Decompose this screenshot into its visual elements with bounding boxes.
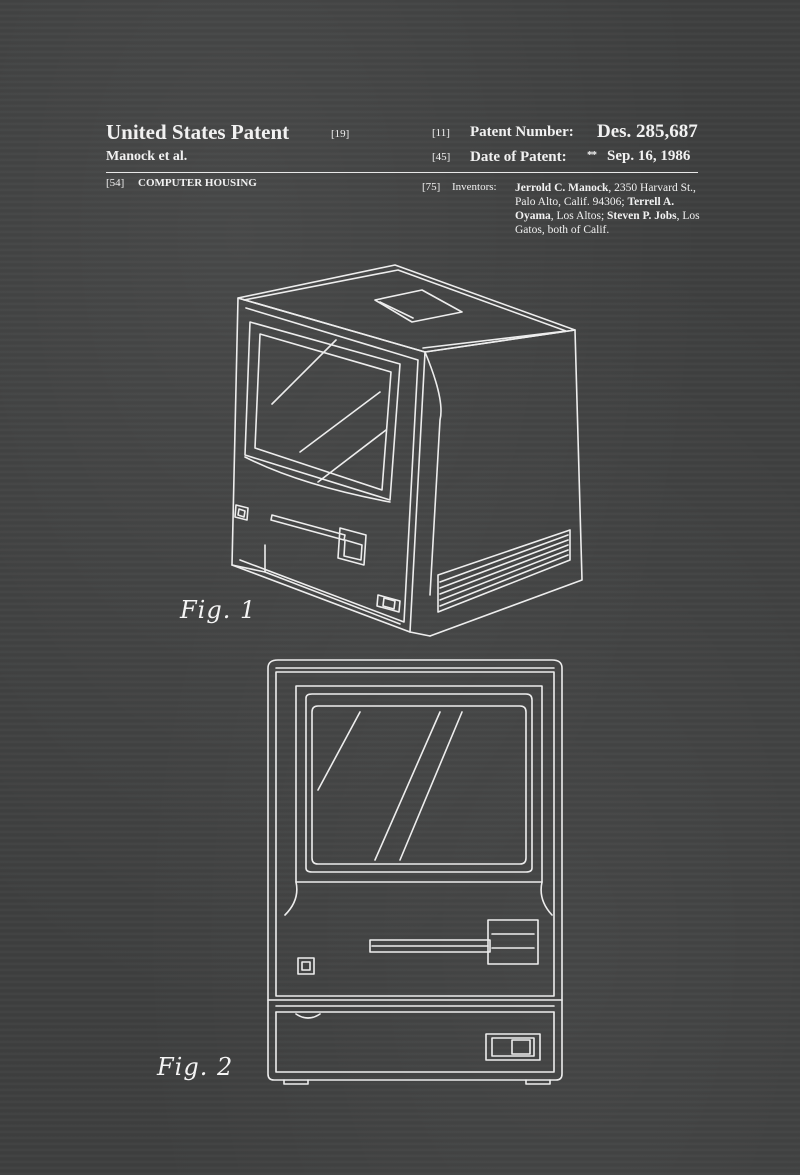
inventor-name: Steven P. Jobs [607, 210, 677, 222]
inventors-list: Jerrold C. Manock, 2350 Harvard St., Pal… [515, 181, 715, 237]
header-divider [106, 172, 698, 173]
patent-office-title: United States Patent [106, 120, 290, 144]
inventors-short: Manock et al. [106, 149, 188, 164]
patent-number-label: Patent Number: [470, 124, 574, 140]
patent-number-ref: [11] [432, 127, 450, 139]
date-ref: [45] [432, 151, 451, 163]
figure-1-label: Fig. 1 [180, 596, 257, 624]
fig1-computer-perspective [231, 264, 583, 637]
date-label: Date of Patent: [470, 149, 567, 165]
figure-2-label: Fig. 2 [157, 1053, 234, 1081]
inventor-name: Jerrold C. Manock [515, 182, 609, 194]
date-marks: ** [587, 149, 597, 161]
inventors-label: Inventors: [452, 181, 497, 193]
patent-number: Des. 285,687 [597, 121, 698, 142]
inventor-address: , Los Gatos, both of Calif. [515, 210, 700, 236]
fig2-computer-front [267, 659, 563, 1085]
patent-date: Sep. 16, 1986 [607, 148, 691, 164]
inventor-address: , Los Altos; [550, 210, 608, 222]
inventors-field-ref: [75] [422, 181, 441, 193]
inventor-address: , 2350 Harvard St., Palo Alto, Calif. 94… [515, 182, 696, 208]
title-field-ref: [54] [106, 177, 125, 189]
inventor-name: Terrell A. Oyama [515, 196, 675, 222]
title-ref-number: [19] [331, 128, 350, 140]
design-title: COMPUTER HOUSING [138, 177, 257, 189]
